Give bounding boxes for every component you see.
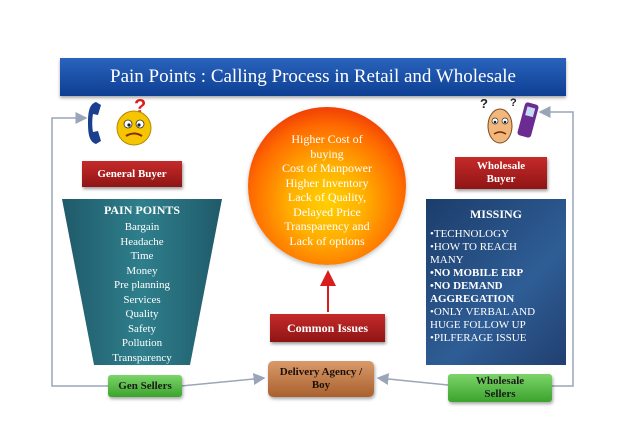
issue-line: buying (310, 146, 344, 161)
phone-icon (88, 102, 101, 144)
pain-point-item: Quality (125, 308, 159, 320)
pain-point-item: Safety (127, 322, 157, 335)
wholesale-buyer-line-1: Wholesale (476, 160, 526, 172)
issue-line: Delayed Price (293, 204, 361, 219)
missing-item: •HOW TO REACH (430, 241, 517, 253)
wholesale-buyer-box: Wholesale Buyer (455, 157, 547, 189)
delivery-agency-box: Delivery Agency / Boy (268, 361, 374, 397)
pain-point-item: Time (130, 250, 154, 262)
missing-item: HUGE FOLLOW UP (430, 319, 526, 331)
common-issues-box: Common Issues (270, 314, 385, 342)
worried-face-icon: ? ? (480, 96, 517, 144)
pain-point-item: Bargain (124, 221, 160, 233)
missing-item: •ONLY VERBAL AND (430, 306, 536, 318)
pain-point-item: Headache (120, 235, 164, 248)
issue-line: Transparency and (284, 219, 370, 233)
pain-point-item: Transparency (112, 351, 172, 364)
wholesale-buyer-line-2: Buyer (486, 173, 516, 185)
wholesale-sellers-line-2: Sellers (484, 388, 516, 400)
delivery-agency-line-1: Delivery Agency / (279, 366, 363, 378)
missing-item: •NO MOBILE ERP (430, 267, 524, 279)
mobile-phone-icon (517, 102, 539, 138)
issue-line: Higher Inventory (285, 175, 369, 190)
missing-item: •TECHNOLOGY (430, 228, 510, 240)
wholesale-sellers-line-1: Wholesale (475, 375, 525, 387)
page-title: Pain Points : Calling Process in Retail … (60, 58, 566, 96)
missing-item: MANY (430, 254, 464, 266)
svg-text:?: ? (480, 96, 488, 111)
pain-points-heading: PAIN POINTS (103, 203, 181, 217)
pain-point-item: Services (123, 293, 161, 306)
pain-point-item: Pre planning (114, 279, 170, 291)
issues-circle: Higher Cost of buying Cost of Manpower H… (248, 107, 406, 265)
missing-item: •NO DEMAND (430, 280, 503, 292)
delivery-agency-line-2: Boy (311, 379, 331, 391)
issue-line: Cost of Manpower (282, 161, 372, 175)
issue-line: Lack of Quality, (287, 190, 367, 204)
missing-item: AGGREGATION (430, 293, 515, 305)
wholesale-sellers-box: Wholesale Sellers (448, 374, 552, 402)
missing-item: •PILFERAGE ISSUE (430, 332, 527, 344)
pain-points-funnel: PAIN POINTS Bargain Headache Time Money … (62, 199, 222, 365)
general-buyer-box: General Buyer (82, 161, 182, 187)
issue-line: Higher Cost of (291, 132, 363, 146)
missing-box: MISSING •TECHNOLOGY •HOW TO REACH MANY •… (426, 199, 566, 365)
confused-smiley-icon: ? (116, 96, 152, 146)
pain-point-item: Money (126, 264, 158, 277)
gen-sellers-box: Gen Sellers (108, 375, 182, 397)
issue-line: Lack of options (289, 233, 365, 248)
svg-text:?: ? (510, 97, 517, 109)
pain-point-item: Pollution (121, 337, 163, 349)
missing-heading: MISSING (469, 207, 522, 221)
